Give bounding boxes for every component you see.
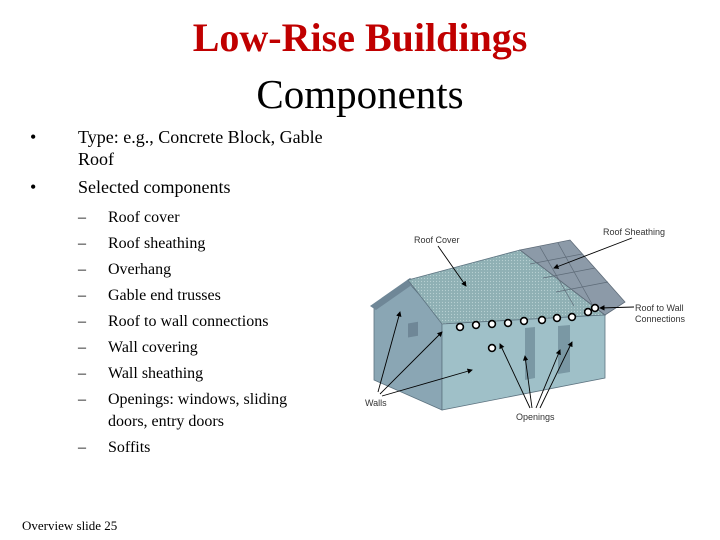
bullet-dot-icon: • (30, 177, 37, 197)
sub-item: – Openings: windows, sliding doors, entry… (78, 389, 328, 433)
slide-title-line1: Low-Rise Buildings (192, 15, 528, 60)
dash-icon: – (78, 365, 86, 382)
sub-item: – Wall covering (78, 337, 328, 359)
bullet-text: Type: e.g., Concrete Block, Gable Roof (78, 127, 323, 169)
label-walls: Walls (365, 398, 387, 408)
roof-sheathing-panels (519, 239, 626, 316)
dash-icon: – (78, 209, 86, 226)
dash-icon: – (78, 313, 86, 330)
opening-window (408, 321, 418, 338)
dash-icon: – (78, 439, 86, 456)
sub-item: – Overhang (78, 259, 328, 281)
sub-item: – Roof sheathing (78, 233, 328, 255)
sub-item-text: Roof to wall connections (108, 313, 269, 330)
label-roof-to-wall-line2: Connections (635, 314, 686, 324)
bullet-text: Selected components (78, 177, 231, 197)
dash-icon: – (78, 391, 86, 408)
opening-door-2 (558, 325, 570, 374)
sub-item-text: Roof sheathing (108, 235, 206, 252)
sub-item-text: Overhang (108, 261, 172, 278)
house-diagram: Roof Cover Roof Sheathing Roof to Wall C… (365, 227, 686, 422)
bullet-item: • Selected components (30, 176, 360, 198)
sub-item: – Soffits (78, 437, 328, 459)
label-openings: Openings (516, 412, 555, 422)
sub-item: – Roof cover (78, 207, 328, 229)
slide-footer: Overview slide 25 (22, 518, 118, 533)
sub-item-text: Roof cover (108, 209, 180, 226)
gable-roof-edge (370, 278, 416, 310)
roof-to-wall-connectors (455, 303, 600, 353)
sub-item: – Roof to wall connections (78, 311, 328, 333)
sub-item: – Wall sheathing (78, 363, 328, 385)
bullet-dot-icon: • (30, 127, 37, 147)
sub-item-text: Wall covering (108, 339, 198, 356)
slide-title-line2: Components (256, 71, 464, 117)
dash-icon: – (78, 235, 86, 252)
sub-item-text: Soffits (108, 439, 151, 456)
bullet-item: • Type: e.g., Concrete Block, Gable Roof (30, 126, 360, 170)
sub-item-text: Gable end trusses (108, 287, 221, 304)
sub-item: – Gable end trusses (78, 285, 328, 307)
front-wall (441, 314, 606, 411)
dash-icon: – (78, 261, 86, 278)
dash-icon: – (78, 287, 86, 304)
sub-item-list: – Roof cover – Roof sheathing – Overhang – G… (78, 207, 328, 463)
opening-door-1 (525, 327, 535, 380)
dash-icon: – (78, 339, 86, 356)
label-roof-cover: Roof Cover (414, 235, 460, 245)
bullet-list: • Type: e.g., Concrete Block, Gable Roof… (30, 126, 360, 204)
sub-item-text: Openings: windows, sliding doors, entry … (108, 391, 288, 430)
sub-item-text: Wall sheathing (108, 365, 204, 382)
label-roof-sheathing: Roof Sheathing (603, 227, 665, 237)
label-roof-to-wall-line1: Roof to Wall (635, 303, 684, 313)
